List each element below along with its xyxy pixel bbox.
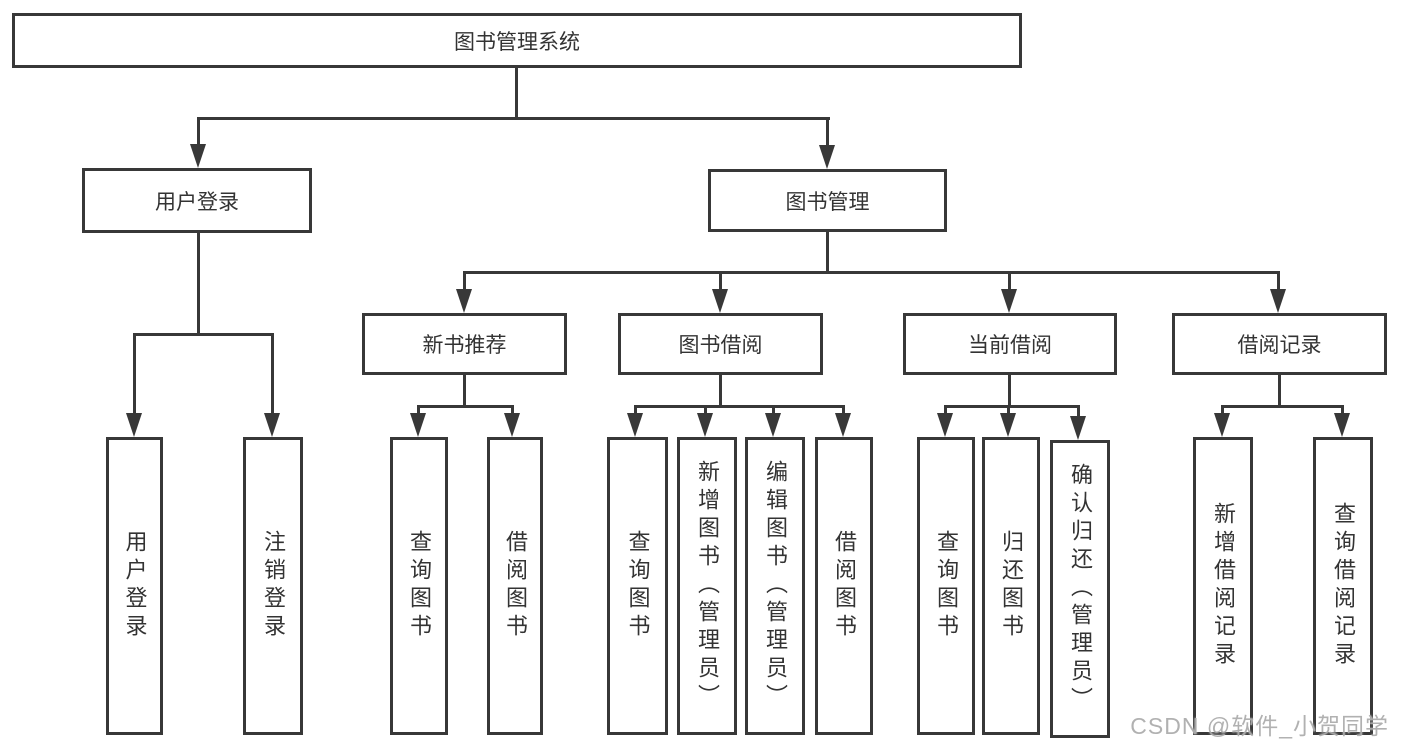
csdn-watermark: CSDN @软件_小贺同学 <box>1130 713 1389 739</box>
leaf-return-books: 归还图书 <box>982 437 1040 735</box>
connector-drop-line <box>133 333 136 413</box>
leaf-query-books-current: 查询图书 <box>917 437 975 735</box>
connector-stub <box>719 375 722 408</box>
connector-rail <box>944 405 1080 408</box>
leaf-label: 注销登录 <box>261 530 286 642</box>
arrow-down-icon <box>937 413 953 437</box>
connector-drop-line <box>417 405 420 415</box>
node-label: 图书管理 <box>785 190 870 214</box>
arrow-down-icon <box>765 413 781 437</box>
connector-drop-line <box>826 117 829 147</box>
arrow-down-icon <box>1334 413 1350 437</box>
node-label: 图书管理系统 <box>454 30 580 54</box>
connector-stub <box>1278 375 1281 408</box>
arrow-down-icon <box>264 413 280 437</box>
connector-drop-line <box>719 271 722 289</box>
connector-drop-line <box>271 333 274 413</box>
connector-stub <box>463 375 466 408</box>
node-label: 用户登录 <box>155 190 239 214</box>
leaf-label: 编辑图书（管理员） <box>763 460 788 712</box>
arrow-down-icon <box>410 413 426 437</box>
connector-drop-line <box>1077 405 1080 417</box>
node-current-borrowing: 当前借阅 <box>903 313 1117 375</box>
leaf-label: 查询图书 <box>625 530 651 642</box>
leaf-label: 查询图书 <box>407 530 432 642</box>
connector-stub <box>1008 375 1011 408</box>
leaf-borrow-books-borrowing: 借阅图书 <box>815 437 873 735</box>
leaf-user-login: 用户登录 <box>106 437 163 735</box>
leaf-label: 查询图书 <box>934 530 959 642</box>
connector-drop-line <box>772 405 775 415</box>
connector-rail <box>1221 405 1344 408</box>
connector-drop-line <box>704 405 707 415</box>
node-label: 借阅记录 <box>1237 334 1322 357</box>
connector-drop-line <box>463 271 466 289</box>
leaf-label: 借阅图书 <box>832 530 857 642</box>
connector-drop-line <box>511 405 514 415</box>
leaf-label: 确认归还（管理员） <box>1068 463 1093 715</box>
connector-drop-line <box>197 117 200 147</box>
connector-root-stub <box>515 68 518 120</box>
leaf-query-borrow-record: 查询借阅记录 <box>1313 437 1373 735</box>
node-book-borrowing: 图书借阅 <box>618 313 823 375</box>
leaf-query-books-recommend: 查询图书 <box>390 437 448 735</box>
arrow-down-icon <box>126 413 142 437</box>
arrow-down-icon <box>712 289 728 313</box>
leaf-label: 归还图书 <box>999 530 1024 642</box>
leaf-borrow-books-recommend: 借阅图书 <box>487 437 543 735</box>
leaf-add-book-admin: 新增图书（管理员） <box>677 437 737 735</box>
connector-drop-line <box>842 405 845 415</box>
arrow-down-icon <box>819 145 835 169</box>
node-label: 新书推荐 <box>422 334 507 357</box>
leaf-add-borrow-record: 新增借阅记录 <box>1193 437 1253 735</box>
connector-drop-line <box>1221 405 1224 415</box>
node-label: 当前借阅 <box>968 334 1052 357</box>
arrow-down-icon <box>835 413 851 437</box>
leaf-confirm-return-admin: 确认归还（管理员） <box>1050 440 1110 738</box>
connector-rail <box>634 405 844 408</box>
arrow-down-icon <box>1270 289 1286 313</box>
node-borrowing-records: 借阅记录 <box>1172 313 1387 375</box>
arrow-down-icon <box>456 289 472 313</box>
connector-rail <box>417 405 514 408</box>
arrow-down-icon <box>627 413 643 437</box>
arrow-down-icon <box>504 413 520 437</box>
arrow-down-icon <box>1000 413 1016 437</box>
connector-level2-rail <box>197 117 830 120</box>
arrow-down-icon <box>1001 289 1017 313</box>
arrow-down-icon <box>190 144 206 168</box>
connector-user-login-rail <box>133 333 274 336</box>
leaf-logout: 注销登录 <box>243 437 303 735</box>
leaf-query-books-borrowing: 查询图书 <box>607 437 668 735</box>
connector-level3-rail <box>463 271 1280 274</box>
node-book-management: 图书管理 <box>708 169 947 232</box>
leaf-edit-book-admin: 编辑图书（管理员） <box>745 437 805 735</box>
leaf-label: 用户登录 <box>122 530 148 642</box>
connector-drop-line <box>1008 271 1011 289</box>
leaf-label: 新增图书（管理员） <box>695 460 720 712</box>
leaf-label: 新增借阅记录 <box>1211 502 1236 670</box>
connector-drop-line <box>634 405 637 415</box>
arrow-down-icon <box>697 413 713 437</box>
leaf-label: 借阅图书 <box>503 530 528 642</box>
connector-drop-line <box>1277 271 1280 289</box>
node-label: 图书借阅 <box>678 334 763 357</box>
connector-drop-line <box>1341 405 1344 415</box>
arrow-down-icon <box>1214 413 1230 437</box>
arrow-down-icon <box>1070 416 1086 440</box>
node-library-management-system: 图书管理系统 <box>12 13 1022 68</box>
node-new-book-recommendation: 新书推荐 <box>362 313 567 375</box>
connector-drop-line <box>1007 405 1010 415</box>
leaf-label: 查询借阅记录 <box>1331 502 1356 670</box>
connector-book-mgmt-stub <box>826 232 829 274</box>
node-user-login: 用户登录 <box>82 168 312 233</box>
connector-user-login-stub <box>197 233 200 336</box>
connector-drop-line <box>944 405 947 415</box>
